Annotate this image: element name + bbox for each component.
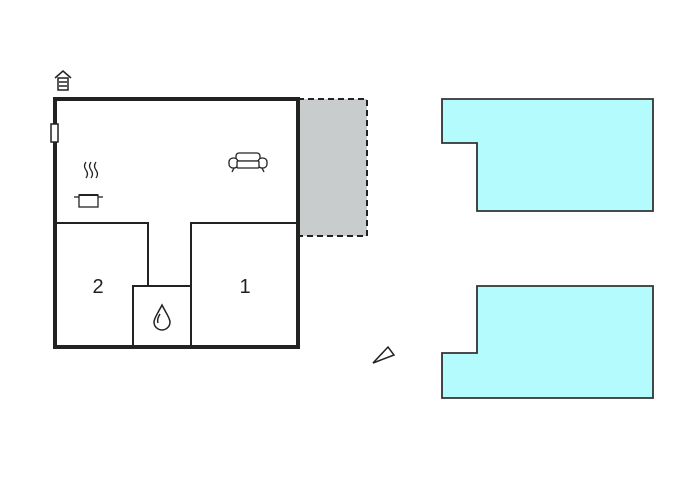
north-arrow-icon xyxy=(372,345,396,364)
pool-bottom xyxy=(441,285,654,399)
room-label-2: 2 xyxy=(92,276,103,298)
pool-top xyxy=(441,98,654,212)
terrace xyxy=(297,98,368,237)
entrance-door xyxy=(50,123,59,143)
water-drop-icon xyxy=(153,303,171,331)
cooking-pot-icon xyxy=(74,161,103,208)
sofa-icon xyxy=(228,152,268,173)
room-label-1: 1 xyxy=(239,276,250,298)
water-drop-highlight xyxy=(156,313,161,324)
interior-walls xyxy=(55,222,298,347)
house-entrance-icon xyxy=(54,70,72,91)
